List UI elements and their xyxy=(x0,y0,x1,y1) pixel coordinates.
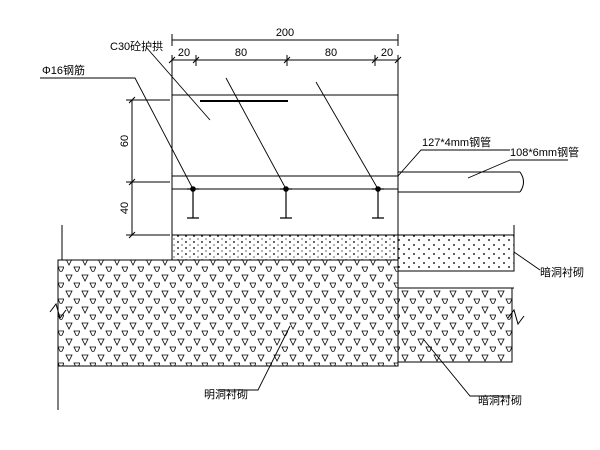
dim-seg-right: 20 xyxy=(381,47,393,59)
label-steel-arch: Φ16钢筋 xyxy=(42,63,85,77)
label-pipe-127: 127*4mm钢管 xyxy=(422,135,491,149)
left-dimension xyxy=(126,96,170,239)
dotted-fill-layer xyxy=(171,234,399,261)
dim-seg-left: 20 xyxy=(178,47,190,59)
leader-lines xyxy=(40,46,568,397)
break-symbols xyxy=(49,260,525,410)
label-concrete-arch: C30砼护拱 xyxy=(110,39,163,53)
label-pipe-108: 108*6mm钢管 xyxy=(510,145,579,159)
dim-height-lower: 40 xyxy=(119,202,131,214)
steel-pipe-108 xyxy=(398,171,524,193)
steel-i-beams xyxy=(187,186,384,219)
label-lining-bottom-right: 暗洞衬砌 xyxy=(478,393,522,407)
label-lining-bottom-left: 明洞衬砌 xyxy=(204,388,248,401)
dim-total: 200 xyxy=(276,27,294,39)
lining-right-top-layer xyxy=(397,234,515,272)
dim-height-upper: 60 xyxy=(119,135,131,147)
label-lining-right-top: 暗洞衬砌 xyxy=(540,265,584,279)
lining-main-body xyxy=(57,259,513,367)
dim-seg-mid-right: 80 xyxy=(325,47,337,59)
top-dimension xyxy=(168,34,402,95)
dim-seg-mid-left: 80 xyxy=(235,47,247,59)
